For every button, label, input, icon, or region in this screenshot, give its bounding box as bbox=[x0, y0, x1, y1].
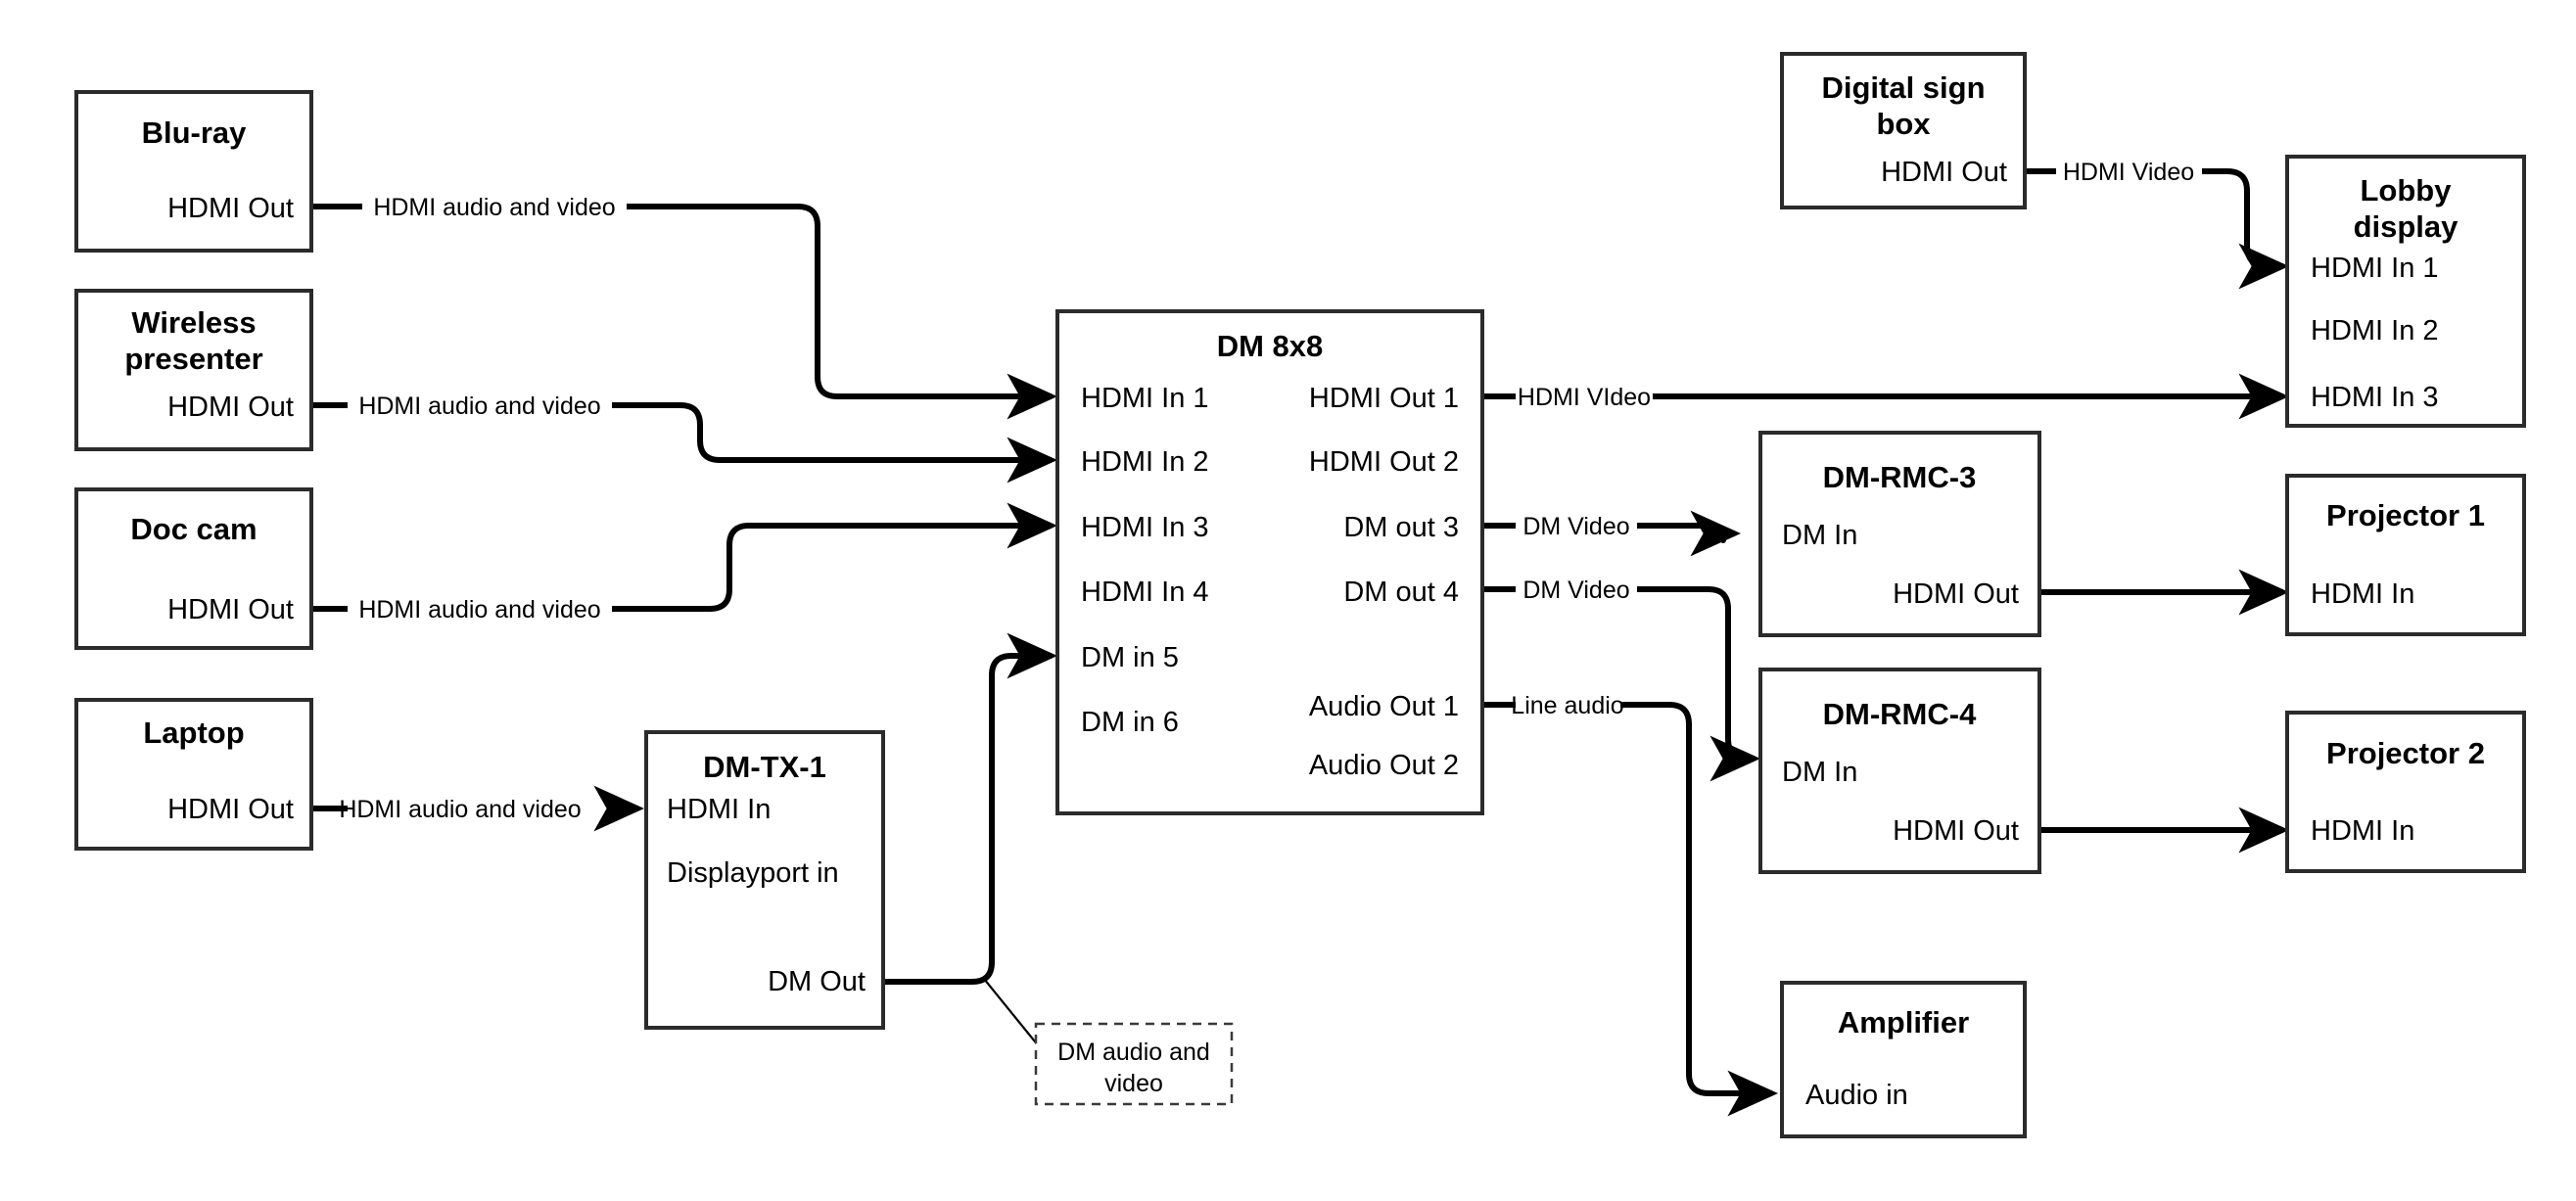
projector-2-box-outline bbox=[2285, 711, 2526, 873]
dm-8x8-audio-out-1-port: Audio Out 1 bbox=[1309, 691, 1459, 722]
box-blu-ray[interactable]: Blu-ray HDMI Out bbox=[74, 90, 313, 253]
wire-label-wireless-presenter: HDMI audio and video bbox=[358, 393, 600, 420]
lobby-display-hdmi-in-1-port: HDMI In 1 bbox=[2311, 253, 2439, 284]
wire-label-dm-video-out4: DM Video bbox=[1522, 577, 1629, 604]
dm-8x8-audio-out-2-port: Audio Out 2 bbox=[1309, 750, 1459, 781]
dm-tx-1-box-outline bbox=[644, 730, 885, 1030]
dm-rmc-4-title: DM-RMC-4 bbox=[1823, 697, 1977, 731]
lobby-display-hdmi-in-3-port: HDMI In 3 bbox=[2311, 382, 2439, 413]
dm-tx-1-hdmi-in-port: HDMI In bbox=[667, 794, 771, 825]
box-dm-tx-1[interactable]: DM-TX-1 HDMI In Displayport in DM Out bbox=[644, 730, 885, 1030]
wireless-presenter-title-line1: Wireless bbox=[131, 305, 256, 340]
dm-8x8-hdmi-out-1-port: HDMI Out 1 bbox=[1309, 383, 1459, 414]
projector-1-hdmi-in-port: HDMI In bbox=[2311, 578, 2414, 610]
box-laptop[interactable]: Laptop HDMI Out bbox=[74, 698, 313, 851]
digital-sign-box-hdmi-out-port: HDMI Out bbox=[1881, 157, 2007, 188]
dm-8x8-hdmi-in-3-port: HDMI In 3 bbox=[1081, 512, 1209, 543]
dm-tx-1-dm-out-port: DM Out bbox=[768, 966, 866, 997]
wire-wireless-presenter-to-dm8x8-hdmi-in-2 bbox=[311, 402, 1052, 460]
dm-rmc-3-hdmi-out-port: HDMI Out bbox=[1893, 578, 2019, 610]
wire-dm8x8-dm-out-4-to-dm-rmc-4-dm-in bbox=[1481, 586, 1755, 759]
wire-dm8x8-dm-out-3-to-dm-rmc-3-dm-in bbox=[1481, 526, 1735, 540]
dm-8x8-dm-in-6-port: DM in 6 bbox=[1081, 707, 1179, 738]
dm-rmc-3-title: DM-RMC-3 bbox=[1823, 460, 1977, 494]
dm-8x8-hdmi-in-2-port: HDMI In 2 bbox=[1081, 446, 1209, 478]
projector-2-title: Projector 2 bbox=[2326, 736, 2485, 770]
box-dm-8x8[interactable]: DM 8x8 HDMI In 1 HDMI In 2 HDMI In 3 HDM… bbox=[1055, 309, 1484, 815]
digital-sign-box-title-line1: Digital sign bbox=[1821, 70, 1985, 105]
dm-8x8-title: DM 8x8 bbox=[1217, 329, 1324, 363]
doc-cam-box-outline bbox=[74, 487, 313, 650]
dm-rmc-4-dm-in-port: DM In bbox=[1782, 757, 1857, 788]
dm-rmc-4-box-outline bbox=[1758, 668, 2041, 874]
wire-blu-ray-to-dm8x8-hdmi-in-1 bbox=[311, 204, 1052, 396]
lobby-display-box-outline bbox=[2285, 155, 2526, 428]
dm-rmc-3-dm-in-port: DM In bbox=[1782, 520, 1857, 551]
callout-box-outline bbox=[1034, 1022, 1234, 1106]
projector-1-box-outline bbox=[2285, 474, 2526, 636]
box-dm-rmc-4[interactable]: DM-RMC-4 DM In HDMI Out bbox=[1758, 668, 2041, 874]
dm-rmc-3-box-outline bbox=[1758, 431, 2041, 637]
box-amplifier[interactable]: Amplifier Audio in bbox=[1780, 981, 2027, 1138]
dm-8x8-dm-out-3-port: DM out 3 bbox=[1343, 512, 1459, 543]
lobby-display-title-line2: display bbox=[2354, 209, 2459, 244]
wire-dm-tx-1-to-dm8x8-dm-in-5 bbox=[883, 632, 1058, 985]
blu-ray-box-outline bbox=[74, 90, 313, 253]
dm-tx-1-displayport-in-port: Displayport in bbox=[667, 857, 839, 889]
wire-dm8x8-audio-out-1-to-amplifier-audio-in bbox=[1481, 702, 1772, 1093]
wire-label-blu-ray: HDMI audio and video bbox=[373, 194, 615, 221]
doc-cam-hdmi-out-port: HDMI Out bbox=[167, 594, 294, 625]
dm-8x8-hdmi-out-2-port: HDMI Out 2 bbox=[1309, 446, 1459, 478]
dm-8x8-hdmi-in-4-port: HDMI In 4 bbox=[1081, 577, 1209, 608]
box-projector-1[interactable]: Projector 1 HDMI In bbox=[2285, 474, 2526, 636]
digital-sign-box-outline bbox=[1780, 52, 2027, 209]
projector-1-title: Projector 1 bbox=[2326, 498, 2485, 532]
wire-label-laptop: HDMI audio and video bbox=[339, 796, 581, 823]
laptop-hdmi-out-port: HDMI Out bbox=[167, 794, 294, 825]
dm-8x8-hdmi-in-1-port: HDMI In 1 bbox=[1081, 383, 1209, 414]
projector-2-hdmi-in-port: HDMI In bbox=[2311, 815, 2414, 847]
wireless-presenter-title-line2: presenter bbox=[124, 342, 262, 376]
doc-cam-title: Doc cam bbox=[130, 512, 257, 546]
dm-8x8-dm-in-5-port: DM in 5 bbox=[1081, 642, 1179, 673]
dm-tx-1-title: DM-TX-1 bbox=[703, 750, 826, 784]
blu-ray-title: Blu-ray bbox=[142, 115, 248, 150]
box-lobby-display[interactable]: Lobby display HDMI In 1 HDMI In 2 HDMI I… bbox=[2285, 155, 2526, 428]
wire-label-dm-video-out3: DM Video bbox=[1522, 513, 1629, 540]
wire-label-hdmi-video-sign: HDMI Video bbox=[2063, 159, 2194, 186]
lobby-display-title-line1: Lobby bbox=[2361, 173, 2453, 208]
amplifier-box-outline bbox=[1780, 981, 2027, 1138]
blu-ray-hdmi-out-port: HDMI Out bbox=[167, 193, 294, 224]
wire-label-doc-cam: HDMI audio and video bbox=[358, 596, 600, 624]
digital-sign-box-title-line2: box bbox=[1876, 107, 1931, 141]
box-doc-cam[interactable]: Doc cam HDMI Out bbox=[74, 487, 313, 650]
wire-digital-sign-box-to-lobby-display-hdmi-in-1 bbox=[2025, 168, 2283, 266]
callout-text-line2: video bbox=[1104, 1070, 1163, 1097]
wire-label-hdmi-video-out1: HDMI VIdeo bbox=[1518, 384, 1651, 411]
wire-doc-cam-to-dm8x8-hdmi-in-3 bbox=[311, 526, 1052, 612]
callout-dm-audio-and-video: DM audio and video bbox=[1034, 1022, 1234, 1106]
lobby-display-hdmi-in-2-port: HDMI In 2 bbox=[2311, 315, 2439, 346]
dm-rmc-4-hdmi-out-port: HDMI Out bbox=[1893, 815, 2019, 847]
wireless-presenter-hdmi-out-port: HDMI Out bbox=[167, 392, 294, 423]
box-dm-rmc-3[interactable]: DM-RMC-3 DM In HDMI Out bbox=[1758, 431, 2041, 637]
amplifier-title: Amplifier bbox=[1838, 1005, 1969, 1039]
box-wireless-presenter[interactable]: Wireless presenter HDMI Out bbox=[74, 289, 313, 451]
wire-label-line-audio: Line audio bbox=[1511, 692, 1623, 719]
box-digital-sign-box[interactable]: Digital sign box HDMI Out bbox=[1780, 52, 2027, 209]
box-projector-2[interactable]: Projector 2 HDMI In bbox=[2285, 711, 2526, 873]
callout-text-line1: DM audio and bbox=[1057, 1039, 1210, 1066]
dm-8x8-box-outline bbox=[1055, 309, 1484, 815]
laptop-box-outline bbox=[74, 698, 313, 851]
laptop-title: Laptop bbox=[143, 716, 244, 750]
amplifier-audio-in-port: Audio in bbox=[1805, 1080, 1908, 1111]
dm-8x8-dm-out-4-port: DM out 4 bbox=[1343, 577, 1459, 608]
wireless-presenter-box-outline bbox=[74, 289, 313, 451]
